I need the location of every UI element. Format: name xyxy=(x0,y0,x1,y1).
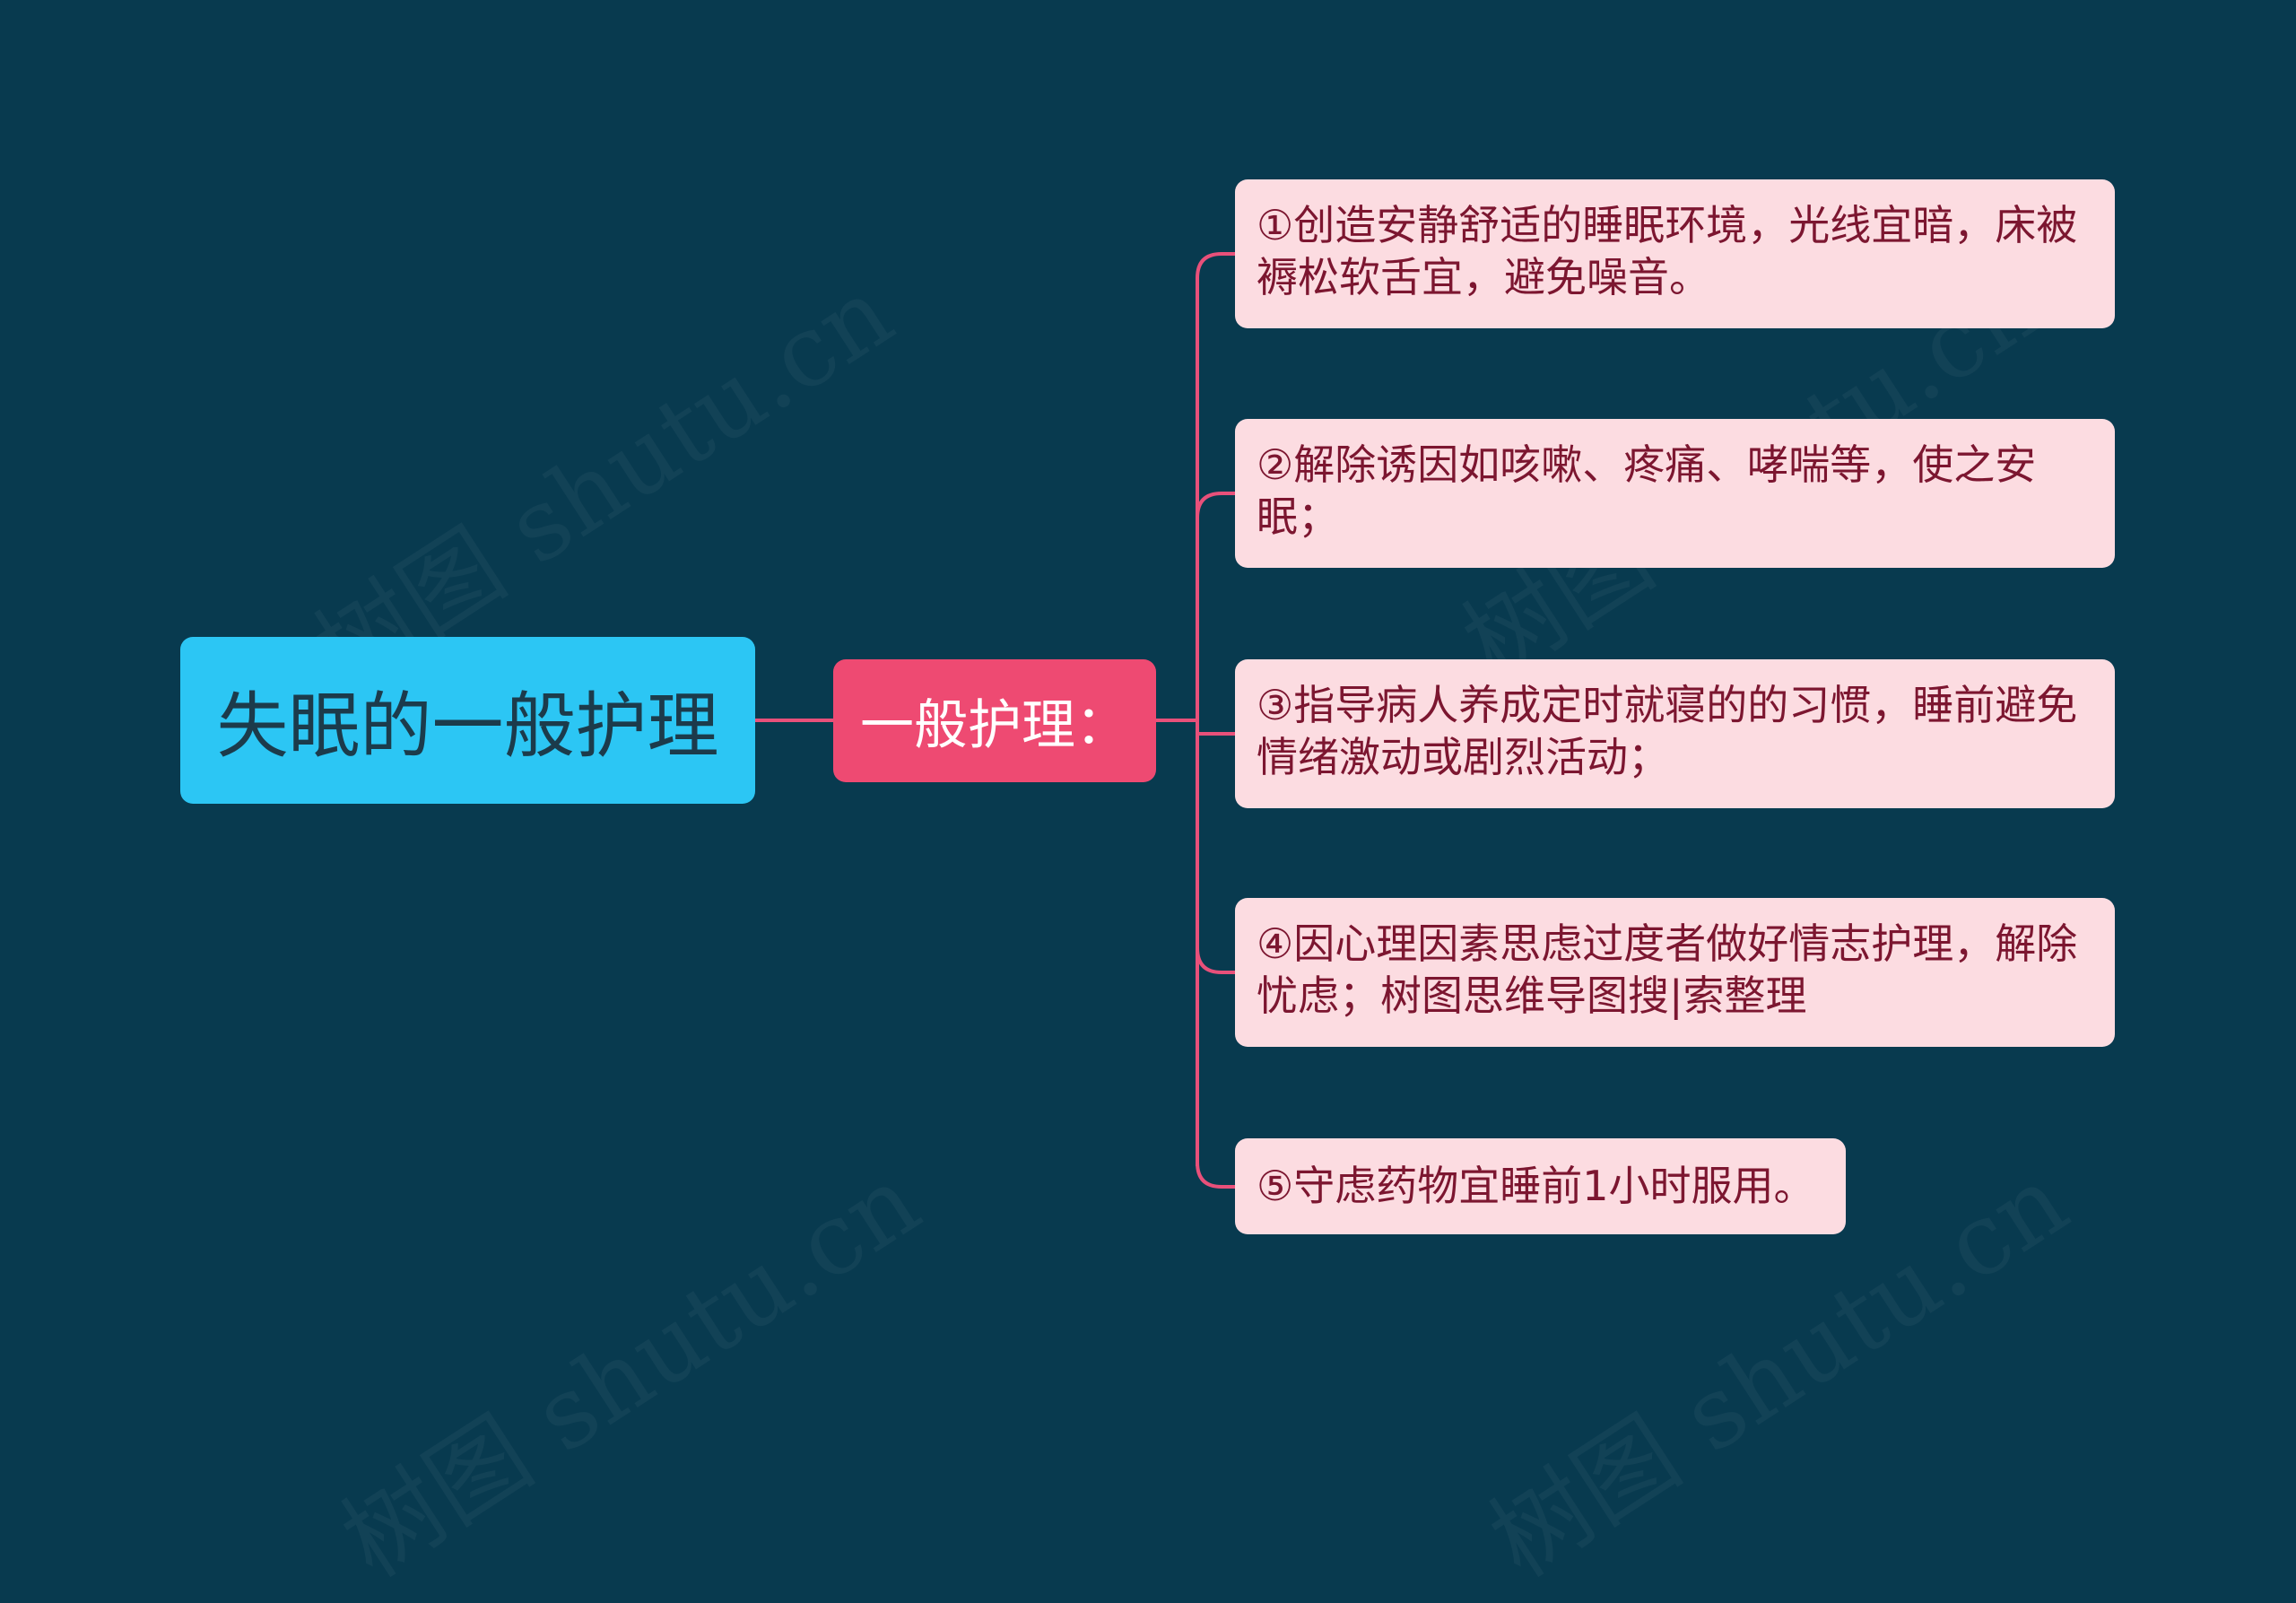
leaf-topic-label: ②解除诱因如咳嗽、疼痛、哮喘等，使之安眠； xyxy=(1257,440,2037,541)
connector-item-5 xyxy=(1196,1162,1235,1189)
leaf-topic-label: ④因心理因素思虑过度者做好情志护理，解除忧虑；树图思维导图搜|索整理 xyxy=(1257,919,2078,1020)
connector-item-1 xyxy=(1196,252,1235,279)
leaf-topic-2[interactable]: ②解除诱因如咳嗽、疼痛、哮喘等，使之安眠； xyxy=(1235,419,2115,568)
leaf-topic-4[interactable]: ④因心理因素思虑过度者做好情志护理，解除忧虑；树图思维导图搜|索整理 xyxy=(1235,898,2115,1047)
root-topic[interactable]: 失眠的一般护理 xyxy=(180,637,755,804)
connector-item-4 xyxy=(1196,947,1235,974)
leaf-topic-3[interactable]: ③指导病人养成定时就寝的的习惯，睡前避免情绪激动或剧烈活动； xyxy=(1235,659,2115,808)
leaf-topic-label: ①创造安静舒适的睡眠环境，光线宜暗，床被褥松软舌宜，避免噪音。 xyxy=(1257,201,2078,301)
branch-topic-label: 一般护理： xyxy=(860,694,1129,757)
branch-topic[interactable]: 一般护理： xyxy=(833,659,1156,782)
leaf-topic-1[interactable]: ①创造安静舒适的睡眠环境，光线宜暗，床被褥松软舌宜，避免噪音。 xyxy=(1235,179,2115,328)
root-topic-label: 失眠的一般护理 xyxy=(216,684,719,768)
leaf-topic-label: ③指导病人养成定时就寝的的习惯，睡前避免情绪激动或剧烈活动； xyxy=(1257,681,2078,781)
leaf-topic-label: ⑤守虑药物宜睡前1小时服用。 xyxy=(1257,1162,1815,1210)
connector-lines xyxy=(755,252,1235,1189)
leaf-topic-5[interactable]: ⑤守虑药物宜睡前1小时服用。 xyxy=(1235,1138,1846,1234)
connector-item-2 xyxy=(1196,492,1235,518)
